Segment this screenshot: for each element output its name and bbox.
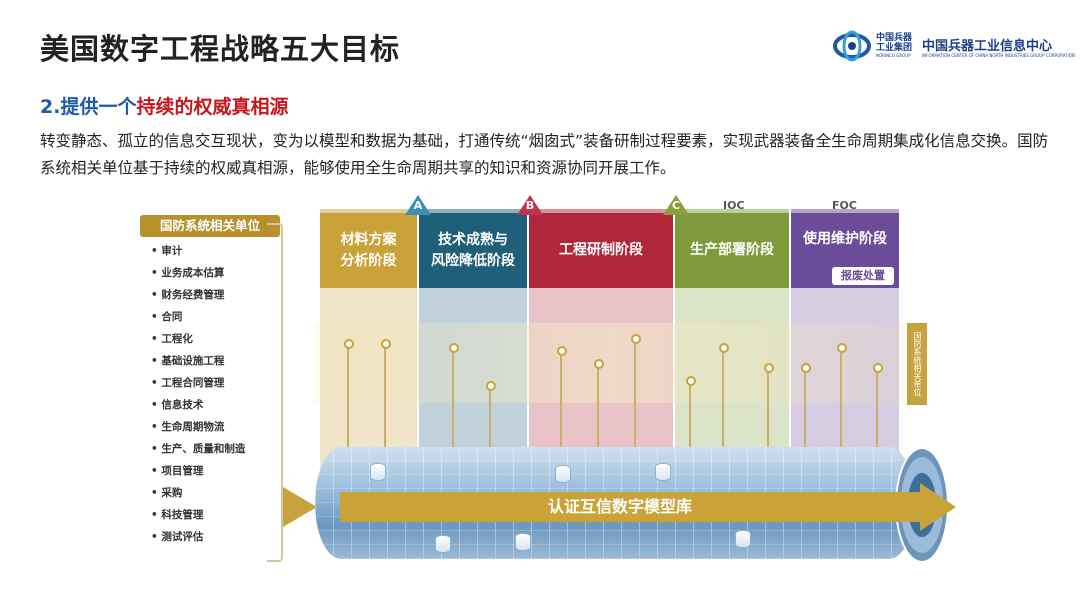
connector-node xyxy=(719,343,729,353)
phase-top-bar xyxy=(320,209,417,213)
emblem-icon xyxy=(833,30,871,62)
phase-label-line1: 材料方案 xyxy=(340,231,397,248)
connector-line xyxy=(452,347,454,463)
logo-org-en-full: INFORMATION CENTER OF CHINA NORTH INDUST… xyxy=(922,53,1075,58)
units-panel-title: 国防系统相关单位 xyxy=(140,215,280,237)
milestone-triangle: A xyxy=(405,195,431,215)
logo-org-short: 中国兵器 工业集团 xyxy=(876,33,913,53)
phase-label-line2: 风险降低阶段 xyxy=(431,252,515,269)
connector-line xyxy=(384,343,386,463)
unit-item: 信息技术 xyxy=(151,394,281,416)
phase-label-line2: 分析阶段 xyxy=(340,252,397,269)
section-subtitle: 2.提供一个持续的权威真相源 xyxy=(40,92,288,119)
database-icon xyxy=(515,533,531,551)
units-bracket xyxy=(267,223,283,562)
database-icon xyxy=(370,463,386,481)
connector-node xyxy=(449,343,459,353)
phase-top-bar xyxy=(675,209,789,213)
phase-header: 生产部署阶段 xyxy=(675,213,789,288)
logo-org-en-short: NORINCO GROUP xyxy=(876,53,911,58)
connector-line xyxy=(876,367,878,463)
output-arrow-icon xyxy=(920,483,956,531)
connector-node xyxy=(873,363,883,373)
unit-item: 采购 xyxy=(151,482,281,504)
unit-item: 业务成本估算 xyxy=(151,262,281,284)
phase-label-line1: 生产部署阶段 xyxy=(690,242,774,258)
milestone-triangle: C xyxy=(663,195,689,215)
connector-node xyxy=(686,376,696,386)
database-icon xyxy=(435,535,451,553)
connector-node xyxy=(801,363,811,373)
page-title: 美国数字工程战略五大目标 xyxy=(40,32,401,66)
milestone-label: IOC xyxy=(723,199,745,212)
connector-node xyxy=(837,343,847,353)
connector-node xyxy=(557,346,567,356)
connector-line xyxy=(560,350,562,463)
description-paragraph: 转变静态、孤立的信息交互现状，变为以模型和数据为基础，打通传统“烟囱式”装备研制… xyxy=(40,132,1049,177)
unit-item: 工程合同管理 xyxy=(151,372,281,394)
disposal-badge: 报废处置 xyxy=(832,267,894,285)
phase-top-bar xyxy=(791,209,899,213)
subtitle-highlight: 持续的权威真相源 xyxy=(136,96,289,118)
unit-item: 项目管理 xyxy=(151,460,281,482)
connector-node xyxy=(344,339,354,349)
lifecycle-diagram: 国防系统相关单位 审计业务成本估算财务经费管理合同工程化基础设施工程工程合同管理… xyxy=(135,195,960,567)
connector-node xyxy=(594,359,604,369)
unit-item: 工程化 xyxy=(151,328,281,350)
connector-line xyxy=(722,347,724,463)
unit-item: 审计 xyxy=(151,240,281,262)
unit-item: 生命周期物流 xyxy=(151,416,281,438)
milestone-label: FOC xyxy=(832,199,857,212)
connector-line xyxy=(634,338,636,463)
phase-header: 材料方案分析阶段 xyxy=(320,213,417,288)
input-arrow-icon xyxy=(283,487,317,527)
connector-line xyxy=(689,380,691,463)
database-icon xyxy=(655,463,671,481)
phase-top-bar xyxy=(419,209,527,213)
connector-node xyxy=(381,339,391,349)
logo-org-full: 中国兵器工业信息中心 xyxy=(922,39,1053,54)
phase-label-line1: 工程研制阶段 xyxy=(559,242,643,258)
unit-item: 合同 xyxy=(151,306,281,328)
unit-item: 财务经费管理 xyxy=(151,284,281,306)
connector-line xyxy=(597,363,599,463)
subtitle-prefix: 2.提供一个 xyxy=(40,96,137,118)
unit-item: 科技管理 xyxy=(151,504,281,526)
database-icon xyxy=(735,530,751,548)
shared-knowledge-band xyxy=(315,323,905,403)
connector-node xyxy=(764,363,774,373)
flow-arrow-bar xyxy=(340,492,920,522)
milestone-triangle: B xyxy=(517,195,543,215)
connector-node xyxy=(486,381,496,391)
connector-line xyxy=(804,367,806,463)
side-units-label: 国防系统相关单位 xyxy=(907,323,927,405)
unit-item: 测试评估 xyxy=(151,526,281,548)
database-icon xyxy=(555,465,571,483)
org-logo: 中国兵器 工业集团 中国兵器工业信息中心 NORINCO GROUP INFOR… xyxy=(832,26,1075,66)
unit-item: 生产、质量和制造 xyxy=(151,438,281,460)
phase-top-bar xyxy=(529,209,673,213)
phase-header: 工程研制阶段 xyxy=(529,213,673,288)
units-list: 审计业务成本估算财务经费管理合同工程化基础设施工程工程合同管理信息技术生命周期物… xyxy=(151,240,281,548)
connector-line xyxy=(840,347,842,463)
connector-line xyxy=(767,367,769,463)
connector-line xyxy=(347,343,349,463)
phase-header: 技术成熟与风险降低阶段 xyxy=(419,213,527,288)
phase-label-line1: 技术成熟与 xyxy=(438,231,508,248)
connector-line xyxy=(489,385,491,463)
repository-label: 认证互信数字模型库 xyxy=(547,497,692,516)
phase-label-line1: 使用维护阶段 xyxy=(803,231,887,247)
unit-item: 基础设施工程 xyxy=(151,350,281,372)
connector-node xyxy=(631,334,641,344)
